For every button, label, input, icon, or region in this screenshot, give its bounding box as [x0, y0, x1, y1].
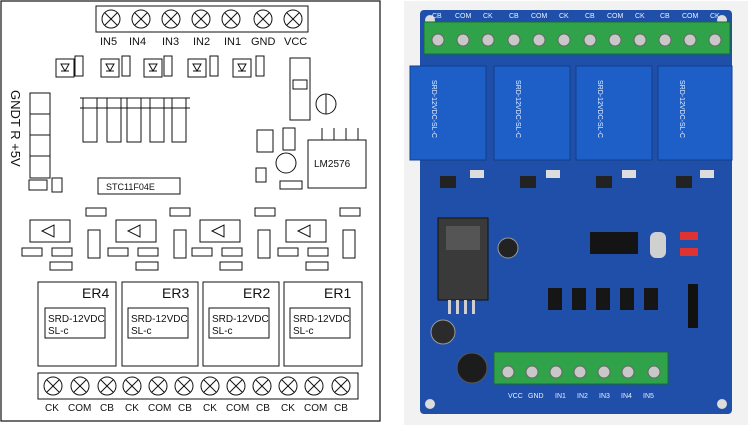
- bottom-terminal-block: [37, 372, 359, 400]
- side-header: GNDT R +5V: [8, 90, 51, 179]
- mcu-label: STC11F04E: [106, 182, 155, 192]
- bottom-label-ck-3: CK: [203, 403, 217, 414]
- photo-bottom-label-vcc: VCC: [508, 393, 523, 400]
- bottom-label-com-3: COM: [226, 403, 249, 414]
- photo-bottom-label-in3: IN3: [599, 393, 610, 400]
- photo-relay-2: SRD-12VDC-SL-C: [493, 65, 571, 161]
- photo-pin-header: [688, 284, 698, 328]
- photo-optocouplers: [548, 288, 658, 310]
- photo-relay-1-text: SRD-12VDC-SL-C: [430, 80, 437, 138]
- input-indicator-row: [55, 55, 265, 78]
- terminal-label-vcc: VCC: [284, 36, 307, 48]
- regulator-area: LM2576: [255, 57, 367, 190]
- photo-capacitor-2: [430, 319, 456, 345]
- photo-top-label-8: COM: [607, 13, 624, 20]
- photo-inductor: [456, 352, 488, 384]
- relay-er4-model2: SL-c: [48, 326, 69, 337]
- photo-relay-4-text: SRD-12VDC-SL-C: [678, 80, 685, 138]
- schematic-panel: IN5 IN4 IN3 IN2 IN1 GND VCC GNDT R +5V: [0, 0, 381, 422]
- relay-er3: ER3 SRD-12VDC SL-c: [121, 281, 199, 367]
- bottom-label-cb-3: CB: [256, 403, 270, 414]
- terminal-label-in1: IN1: [224, 36, 241, 48]
- relay-er4-name: ER4: [82, 285, 109, 301]
- terminal-label-in4: IN4: [129, 36, 146, 48]
- bottom-label-com-4: COM: [304, 403, 327, 414]
- side-header-label: GNDT R +5V: [8, 90, 23, 167]
- relay-er1-model: SRD-12VDC: [293, 314, 350, 325]
- photo-relays: SRD-12VDC-SL-C SRD-12VDC-SL-C SRD-12VDC-…: [409, 65, 733, 161]
- photo-top-label-11: COM: [682, 13, 699, 20]
- optocoupler-row: [80, 97, 190, 143]
- bottom-label-ck-2: CK: [125, 403, 139, 414]
- terminal-label-gnd: GND: [251, 36, 276, 48]
- photo-driver-components: [440, 170, 714, 188]
- relay-er4: ER4 SRD-12VDC SL-c: [37, 281, 117, 367]
- relay-er2: ER2 SRD-12VDC SL-c: [202, 281, 280, 367]
- relay-er2-model: SRD-12VDC: [212, 314, 269, 325]
- photo-bottom-label-gnd: GND: [528, 393, 544, 400]
- bottom-label-ck-1: CK: [45, 403, 59, 414]
- relay-er3-model2: SL-c: [131, 326, 152, 337]
- photo-top-label-3: CK: [483, 13, 493, 20]
- regulator-label: LM2576: [314, 159, 351, 170]
- bottom-label-cb-1: CB: [100, 403, 114, 414]
- bottom-label-com-1: COM: [68, 403, 91, 414]
- photo-relay-1: SRD-12VDC-SL-C: [409, 65, 487, 161]
- photo-bottom-label-in2: IN2: [577, 393, 588, 400]
- bottom-label-cb-2: CB: [178, 403, 192, 414]
- photo-bottom-label-in5: IN5: [643, 393, 654, 400]
- relay-er3-name: ER3: [162, 285, 189, 301]
- photo-top-label-10: CB: [660, 13, 670, 20]
- photo-top-terminals: CB COM CK CB COM CK CB COM CK CB COM CK: [423, 13, 731, 55]
- terminal-label-in2: IN2: [193, 36, 210, 48]
- relay-er1-model2: SL-c: [293, 326, 314, 337]
- relay-er2-name: ER2: [243, 285, 270, 301]
- photo-mcu: [590, 232, 638, 254]
- bottom-terminal-labels: CK COM CB CK COM CB CK COM CB CK COM CB: [45, 403, 348, 414]
- photo-bottom-label-in1: IN1: [555, 393, 566, 400]
- photo-crystal: [650, 232, 666, 258]
- photo-top-label-7: CB: [585, 13, 595, 20]
- bottom-label-ck-4: CK: [281, 403, 295, 414]
- photo-top-label-5: COM: [531, 13, 548, 20]
- mcu-chip: STC11F04E: [97, 177, 181, 195]
- photo-relay-3: SRD-12VDC-SL-C: [575, 65, 653, 161]
- bottom-label-com-2: COM: [148, 403, 171, 414]
- relay-er1-name: ER1: [324, 285, 351, 301]
- relay-er4-model: SRD-12VDC: [48, 314, 105, 325]
- relay-er2-model2: SL-c: [212, 326, 233, 337]
- photo-bottom-terminals: VCC GND IN1 IN2 IN3 IN4 IN5: [493, 351, 669, 400]
- relay-er3-model: SRD-12VDC: [131, 314, 188, 325]
- photo-regulator: [437, 217, 489, 314]
- photo-bottom-label-in4: IN4: [621, 393, 632, 400]
- relay-driver-row: [21, 207, 361, 271]
- photo-top-label-6: CK: [559, 13, 569, 20]
- terminal-label-in3: IN3: [162, 36, 179, 48]
- small-components: [28, 177, 63, 193]
- photo-top-label-9: CK: [635, 13, 645, 20]
- photo-top-label-12: CK: [710, 13, 720, 20]
- photo-relay-3-text: SRD-12VDC-SL-C: [596, 80, 603, 138]
- photo-top-label-2: COM: [455, 13, 472, 20]
- photo-panel: CB COM CK CB COM CK CB COM CK CB COM CK …: [404, 1, 748, 425]
- photo-capacitor-1: [497, 237, 519, 259]
- photo-top-label-1: CB: [432, 13, 442, 20]
- photo-relay-2-text: SRD-12VDC-SL-C: [514, 80, 521, 138]
- top-terminal-block: [95, 5, 309, 33]
- photo-top-label-4: CB: [509, 13, 519, 20]
- terminal-label-in5: IN5: [100, 36, 117, 48]
- photo-relay-4: SRD-12VDC-SL-C: [657, 65, 733, 161]
- top-terminal-labels: IN5 IN4 IN3 IN2 IN1 GND VCC: [100, 36, 307, 48]
- relay-er1: ER1 SRD-12VDC SL-c: [283, 281, 363, 367]
- bottom-label-cb-4: CB: [334, 403, 348, 414]
